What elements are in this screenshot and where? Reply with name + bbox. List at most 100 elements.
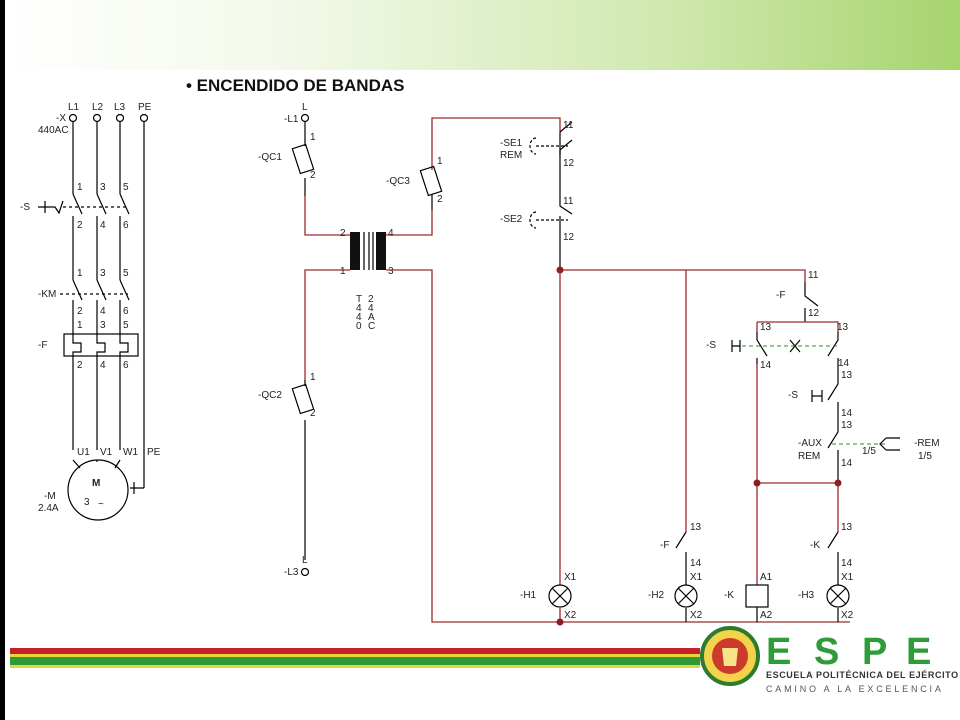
switch-terminal: 1 [77,182,83,193]
overload-terminal: 5 [123,320,129,331]
motor-terminal: PE [147,447,161,458]
logo-line2: CAMINO A LA EXCELENCIA [766,684,944,694]
s-no-terminal: 13 [760,322,772,333]
transformer-rating: 4 [356,303,362,314]
qc1-terminal: 1 [310,132,316,143]
contactor-terminal: 1 [77,268,83,279]
motor-icon [67,459,129,521]
f-no-terminal: 13 [690,522,702,533]
se1-sub: REM [500,150,522,161]
k-no-terminal: 14 [841,558,853,569]
motor-terminal: U1 [77,447,90,458]
supply-bottom-tag: -L3 [284,567,299,578]
switch-tag: -S [20,202,30,213]
logo-letter: E [766,631,797,673]
transformer-terminal: 4 [388,228,394,239]
rem-tag: -REM [914,438,940,449]
junction-dot-icon [753,479,761,487]
motor-name: M [92,478,100,489]
transformer-rating: 2 [368,294,374,305]
h3-terminal: X1 [841,572,854,583]
switch-terminal: 3 [100,182,106,193]
h3-terminal: X2 [841,610,854,621]
supply-top-tag: -L1 [284,114,299,125]
transformer-rating: C [368,321,375,332]
qc3-tag: -QC3 [386,176,410,187]
se1-terminal: 12 [563,158,575,169]
footer-stripes [10,648,700,668]
contactor-terminal: 6 [123,306,129,317]
phase-label-l1: L1 [68,102,80,113]
transformer-terminal: 1 [340,266,346,277]
transformer-terminal: 2 [340,228,346,239]
qc2-tag: -QC2 [258,390,282,401]
espe-logo: E S P E ESCUELA POLITÉCNICA DEL EJÉRCITO… [700,626,959,694]
switch-terminal: 2 [77,220,83,231]
se1-tag: -SE1 [500,138,523,149]
lamp-h2-icon [674,584,698,608]
phase-label-l2: L2 [92,102,104,113]
control-circuit: L -L1 L -L3 -QC1 1 2 -QC2 1 2 [258,102,940,626]
logo-line1: ESCUELA POLITÉCNICA DEL EJÉRCITO [766,670,959,680]
phase-label-l3: L3 [114,102,126,113]
overload-terminal: 6 [123,360,129,371]
terminal-l3-icon [115,113,125,123]
s-no-tag: -S [706,340,716,351]
overload-terminal: 3 [100,320,106,331]
overload-terminal: 1 [77,320,83,331]
coil-k-icon [745,584,769,608]
switch-terminal: 6 [123,220,129,231]
qc2-terminal: 2 [310,408,316,419]
transformer-terminal: 3 [388,266,394,277]
overload-relay-icon [63,333,139,358]
terminal-pe-icon [139,113,149,123]
qc3-terminal: 2 [437,194,443,205]
se2-terminal: 11 [563,196,574,207]
slide-title: • ENCENDIDO DE BANDAS [186,76,405,95]
transformer-icon [350,232,386,270]
motor-terminal: V1 [100,447,113,458]
logo-letter: S [814,631,839,673]
switch-terminal: 5 [123,182,129,193]
h2-tag: -H2 [648,590,665,601]
logo-letter: P [862,631,887,673]
contactor-terminal: 3 [100,268,106,279]
motor-ac-symbol: ~ [98,499,104,510]
f-nc-tag: -F [776,290,785,301]
power-circuit: L1 L2 L3 PE -X 440AC -S 1 3 5 2 4 [20,102,161,521]
slide-left-border [0,0,5,720]
h3-tag: -H3 [798,590,815,601]
h1-tag: -H1 [520,590,537,601]
motor-current: 2.4A [38,503,59,514]
transformer-rating: 0 [356,321,362,332]
supply-bottom-terminal-icon [300,567,310,577]
aux-tag: -AUX [798,438,822,449]
supply-top-label: L [302,102,308,113]
fuse-qc1-icon [291,143,315,175]
k-no-tag: -K [810,540,820,551]
espe-seal-shield-icon [722,648,738,666]
rem-sub: 1/5 [918,451,932,462]
transformer-rating: A [368,312,375,323]
s-no-terminal: 13 [837,322,849,333]
lamp-h3-icon [826,584,850,608]
junction-dot-icon [556,618,564,626]
k-coil-tag: -K [724,590,734,601]
qc1-tag: -QC1 [258,152,282,163]
s2-no-terminal: 14 [841,408,853,419]
f-nc-terminal: 11 [808,270,819,281]
fuse-qc3-icon [419,165,443,197]
k-coil-terminal: A2 [760,610,773,621]
contactor-terminal: 2 [77,306,83,317]
h1-terminal: X1 [564,572,577,583]
se1-terminal: 11 [563,120,574,131]
terminal-l2-icon [92,113,102,123]
contactor-tag: -KM [38,289,56,300]
aux-sub: REM [798,451,820,462]
supply-voltage: 440AC [38,125,69,136]
s-no-terminal: 14 [760,360,772,371]
transformer-rating: T [356,294,362,305]
f-no-tag: -F [660,540,669,551]
